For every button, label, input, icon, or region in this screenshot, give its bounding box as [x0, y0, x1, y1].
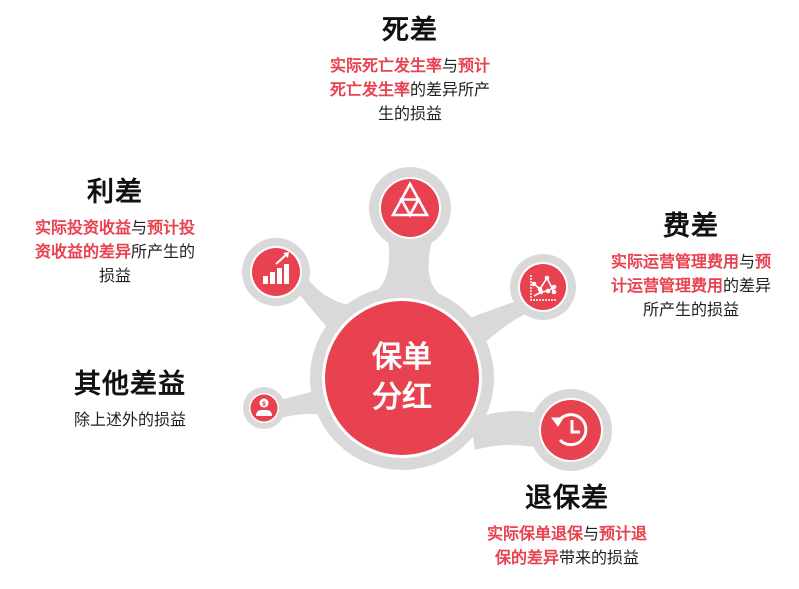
- node-death[interactable]: [379, 177, 441, 239]
- surrender-block: 退保差 实际保单退保与预计退 保的差异带来的损益: [462, 482, 672, 570]
- death-title: 死差: [382, 15, 438, 46]
- other-block: 其他差益 除上述外的损益: [40, 368, 220, 432]
- history-clock-icon: [551, 413, 588, 447]
- death-desc: 实际死亡发生率与预计 死亡发生率的差异所产 生的损益: [329, 56, 491, 123]
- interest-desc: 实际投资收益与预计投 资收益的差异所产生的 损益: [34, 218, 196, 285]
- line-chart-icon: [530, 275, 557, 301]
- death-block: 死差 实际死亡发生率与预计 死亡发生率的差异所产 生的损益: [300, 14, 520, 126]
- svg-text:$: $: [262, 401, 266, 408]
- expense-desc: 实际运营管理费用与预 计运营管理费用的差异 所产生的损益: [610, 252, 772, 319]
- center-node: [322, 298, 482, 458]
- expense-title: 费差: [663, 211, 719, 242]
- other-desc: 除上述外的损益: [73, 410, 186, 429]
- center-label-line1: 保单: [372, 340, 432, 375]
- node-interest[interactable]: [250, 246, 302, 298]
- growth-bar-chart-icon: [263, 252, 289, 284]
- triangle-pyramid-icon: [390, 181, 430, 218]
- surrender-title: 退保差: [525, 483, 609, 514]
- node-surrender[interactable]: [539, 398, 603, 462]
- center-label-line2: 分红: [372, 380, 432, 415]
- node-expense[interactable]: [518, 262, 568, 312]
- dollar-person-icon: $: [256, 398, 272, 416]
- interest-block: 利差 实际投资收益与预计投 资收益的差异所产生的 损益: [2, 176, 228, 288]
- node-other[interactable]: $: [249, 393, 279, 423]
- expense-block: 费差 实际运营管理费用与预 计运营管理费用的差异 所产生的损益: [586, 210, 796, 322]
- interest-title: 利差: [87, 177, 143, 208]
- center-label: 保单 分红: [352, 338, 452, 418]
- other-title: 其他差益: [74, 369, 186, 400]
- surrender-desc: 实际保单退保与预计退 保的差异带来的损益: [486, 524, 648, 567]
